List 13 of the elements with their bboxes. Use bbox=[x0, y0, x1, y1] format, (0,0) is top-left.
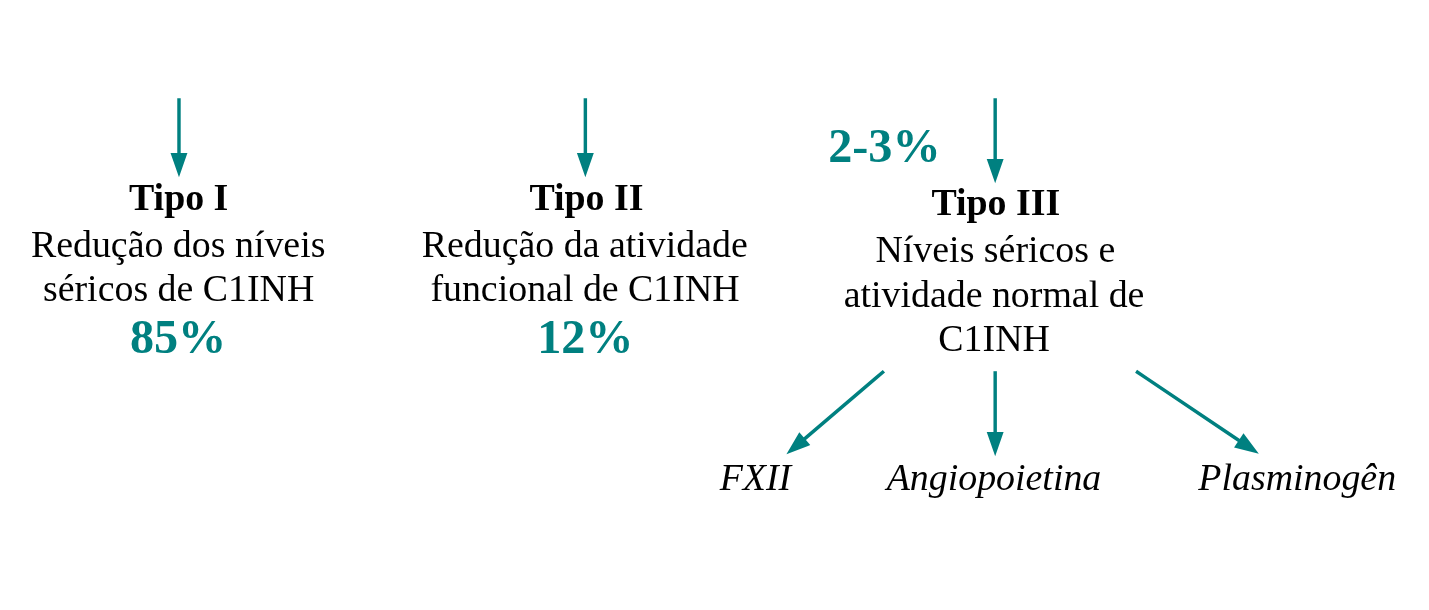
node-text: Tipo I Redução dos níveis séricos de C1INH 85% bbox=[30, 176, 326, 363]
node-text: FXII bbox=[719, 456, 792, 499]
node-text: Angiopoietina bbox=[886, 456, 1102, 499]
node-text: Plasminogên bbox=[1198, 456, 1397, 499]
arrow bbox=[576, 98, 594, 178]
arrow bbox=[986, 98, 1004, 184]
node-text: Tipo II Redução da atividade funcional de C1INH 12% bbox=[421, 176, 748, 363]
node-label: 2-3% bbox=[828, 118, 941, 172]
arrow bbox=[1135, 369, 1259, 454]
arrow bbox=[170, 98, 188, 178]
arrow bbox=[986, 371, 1004, 457]
node-text: Tipo III Níveis séricos e atividade normal de C1INH bbox=[843, 181, 1145, 360]
arrow bbox=[786, 369, 885, 455]
